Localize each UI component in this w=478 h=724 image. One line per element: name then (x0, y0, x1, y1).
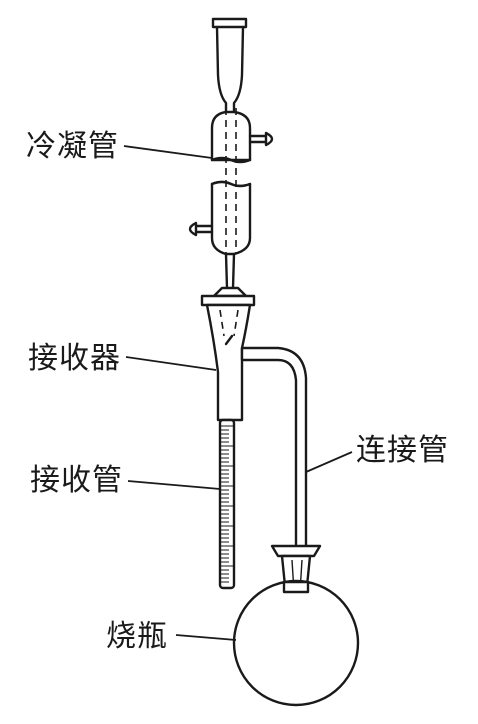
receiver-side-arm (240, 346, 308, 550)
condenser-neck-left (215, 25, 228, 114)
condenser-neck-right (232, 25, 245, 114)
flask-neck (282, 580, 310, 594)
receiving-tube-graduations (221, 425, 233, 583)
condenser-outlet-nozzle (264, 131, 274, 147)
leader-connecting-tube (305, 451, 353, 473)
leader-receiving-tube (127, 480, 221, 490)
condenser-stem (224, 252, 236, 290)
label-condenser: 冷凝管 (26, 129, 119, 164)
receiver (200, 294, 308, 550)
receiving-tube (218, 418, 236, 590)
receiver-inner-dash (219, 309, 239, 337)
label-flask: 烧瓶 (106, 619, 168, 654)
receiver-body (205, 303, 252, 422)
condenser-jacket-upper (210, 110, 252, 162)
leader-condenser (123, 145, 213, 159)
receiver-drip-mark (224, 334, 234, 346)
condenser-inlet-nozzle (188, 221, 198, 237)
leader-flask (175, 634, 237, 641)
receiver-flange (200, 294, 256, 307)
flask-bulb (232, 579, 360, 707)
label-receiving-tube: 接收管 (30, 463, 123, 498)
condenser-top-rim (211, 17, 248, 29)
receiving-tube-body (218, 418, 236, 590)
leader-receiver (125, 356, 217, 371)
condenser-break-top (210, 156, 252, 164)
label-connecting-tube: 连接管 (356, 433, 449, 468)
condenser-jacket-lower (210, 180, 252, 256)
label-receiver: 接收器 (28, 341, 121, 376)
flask (232, 579, 360, 707)
connecting-tube-stopper-flange (270, 544, 322, 558)
condenser (188, 17, 274, 298)
